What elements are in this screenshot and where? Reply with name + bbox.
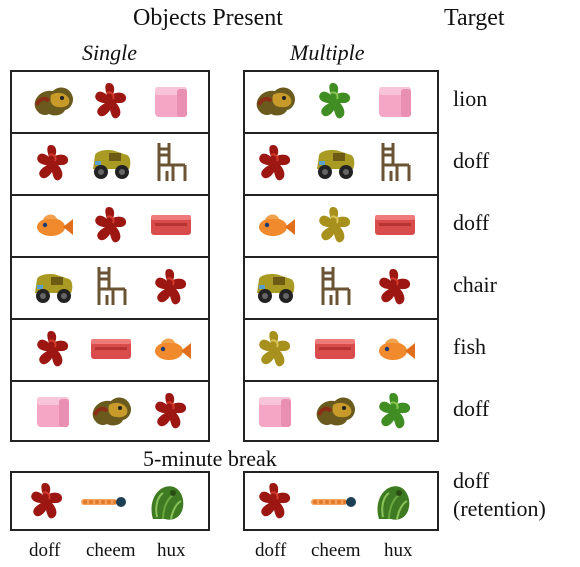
row-divider — [243, 380, 439, 382]
retention-single-doff-red-icon — [23, 477, 71, 525]
label-cheem-left: cheem — [86, 540, 136, 561]
single-cube-icon — [147, 77, 195, 125]
objects-present-heading: Objects Present — [133, 5, 283, 31]
single-chair-icon — [87, 263, 135, 311]
multiple-box-icon — [371, 201, 419, 249]
single-chair-icon — [147, 139, 195, 187]
label-doff-left: doff — [29, 540, 61, 561]
row-divider — [10, 318, 210, 320]
label-hux-left: hux — [157, 540, 186, 561]
multiple-doff-yellow-icon — [251, 325, 299, 373]
multiple-doff-green-icon — [311, 77, 359, 125]
multiple-box-icon — [311, 325, 359, 373]
single-box-icon — [87, 325, 135, 373]
label-cheem-right: cheem — [311, 540, 361, 561]
retention-multiple-cheem-icon — [309, 477, 357, 525]
multiple-doff-yellow-icon — [311, 201, 359, 249]
row-divider — [243, 256, 439, 258]
multiple-lion-icon — [311, 387, 359, 435]
single-lion-icon — [87, 387, 135, 435]
single-doff-red-icon — [87, 201, 135, 249]
single-truck-icon — [87, 139, 135, 187]
row-divider — [243, 194, 439, 196]
multiple-fish-icon — [251, 201, 299, 249]
retention-multiple-doff-red-icon — [251, 477, 299, 525]
target-label: fish — [453, 334, 486, 359]
target-label: doff — [453, 148, 490, 173]
break-label: 5-minute break — [143, 446, 277, 471]
target-label: doff — [453, 210, 490, 235]
retention-target-word: doff — [453, 468, 490, 493]
single-column-heading: Single — [82, 40, 137, 65]
retention-target-note: (retention) — [453, 496, 546, 521]
multiple-truck-icon — [251, 263, 299, 311]
multiple-doff-red-icon — [371, 263, 419, 311]
multiple-truck-icon — [311, 139, 359, 187]
single-doff-red-icon — [147, 263, 195, 311]
single-box-icon — [147, 201, 195, 249]
single-lion-icon — [29, 77, 77, 125]
multiple-doff-green-icon — [371, 387, 419, 435]
single-doff-red-icon — [29, 139, 77, 187]
retention-single-cheem-icon — [79, 477, 127, 525]
multiple-doff-red-icon — [251, 139, 299, 187]
single-doff-red-icon — [29, 325, 77, 373]
single-doff-red-icon — [87, 77, 135, 125]
single-doff-red-icon — [147, 387, 195, 435]
multiple-cube-icon — [371, 77, 419, 125]
row-divider — [10, 132, 210, 134]
target-label: doff — [453, 396, 490, 421]
single-fish-icon — [29, 201, 77, 249]
multiple-column-heading: Multiple — [290, 40, 365, 65]
row-divider — [10, 380, 210, 382]
row-divider — [10, 256, 210, 258]
single-cube-icon — [29, 387, 77, 435]
target-label: chair — [453, 272, 497, 297]
target-label: lion — [453, 86, 488, 111]
row-divider — [243, 318, 439, 320]
retention-single-hux-icon — [143, 477, 191, 525]
single-fish-icon — [147, 325, 195, 373]
row-divider — [243, 132, 439, 134]
multiple-chair-icon — [311, 263, 359, 311]
label-doff-right: doff — [255, 540, 287, 561]
multiple-fish-icon — [371, 325, 419, 373]
retention-multiple-hux-icon — [369, 477, 417, 525]
single-truck-icon — [29, 263, 77, 311]
multiple-lion-icon — [251, 77, 299, 125]
target-heading: Target — [444, 5, 505, 31]
multiple-chair-icon — [371, 139, 419, 187]
label-hux-right: hux — [384, 540, 413, 561]
multiple-cube-icon — [251, 387, 299, 435]
row-divider — [10, 194, 210, 196]
